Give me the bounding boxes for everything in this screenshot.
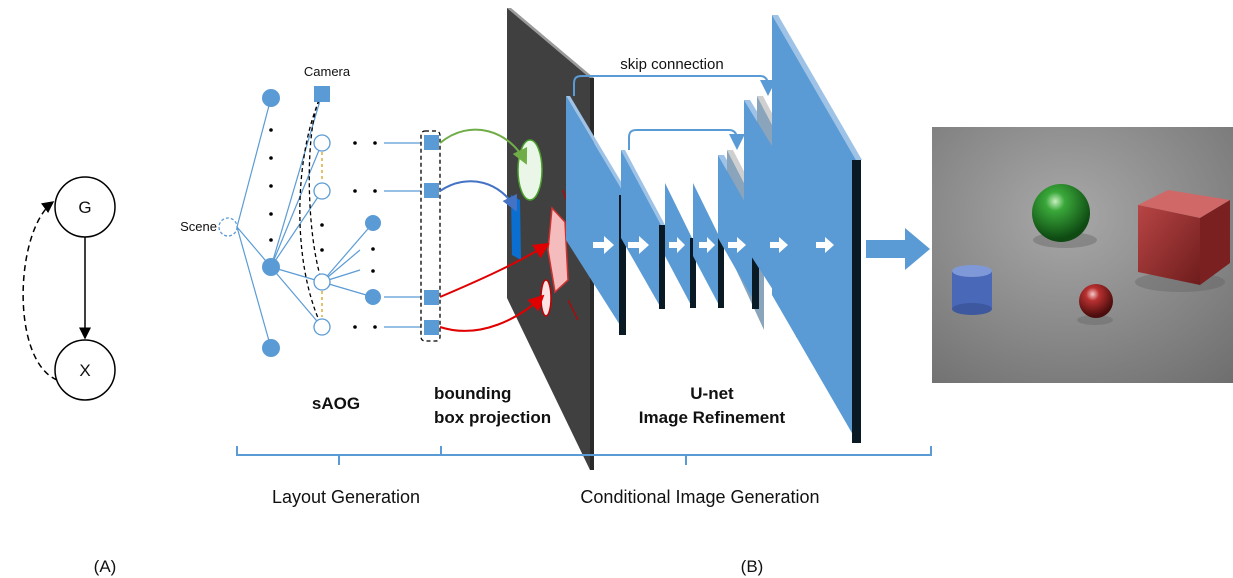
bbox-label-line2: box projection [434, 408, 551, 427]
blue-cylinder [952, 265, 992, 315]
flow-arrows [593, 236, 834, 254]
proj-box-3 [424, 290, 439, 305]
ellipsis-dots [269, 128, 377, 329]
saog-graph [236, 93, 421, 349]
node-x-label: X [79, 361, 90, 380]
conditional-generation-label: Conditional Image Generation [580, 487, 819, 507]
unet-label-line1: U-net [690, 384, 734, 403]
saog-node-middle [262, 258, 280, 276]
attribute-node-top [365, 215, 381, 231]
bbox-green-shape [517, 139, 543, 201]
x-to-g-dashed-arrow [22, 201, 58, 381]
node-g-label: G [78, 198, 91, 217]
rendered-scene-image [932, 127, 1233, 383]
panel-a: G X (A) [22, 176, 117, 576]
camera-label: Camera [304, 64, 351, 79]
output-arrow [866, 228, 930, 270]
camera-node [314, 86, 330, 102]
saog-nodes [218, 86, 381, 357]
green-sphere [1032, 184, 1090, 242]
caption-a: (A) [94, 557, 117, 576]
object-node-1 [313, 134, 331, 152]
red-sphere [1079, 284, 1113, 318]
proj-box-1 [424, 135, 439, 150]
saog-node-top [262, 89, 280, 107]
unet-label-line2: Image Refinement [639, 408, 786, 427]
saog-node-bottom [262, 339, 280, 357]
red-cube [1138, 190, 1230, 285]
object-node-3 [313, 273, 331, 291]
object-node-4 [313, 318, 331, 336]
skip-connections [573, 75, 776, 150]
node-x [54, 339, 116, 401]
caption-b: (B) [741, 557, 764, 576]
projection-boxes [420, 130, 441, 342]
layout-generation-label: Layout Generation [272, 487, 420, 507]
projection-arrows [439, 128, 550, 332]
proj-box-4 [424, 320, 439, 335]
object-node-2 [313, 182, 331, 200]
scene-label: Scene [180, 219, 217, 234]
attribute-node-bottom [365, 289, 381, 305]
camera-dashed-links [299, 93, 323, 328]
proj-box-2 [424, 183, 439, 198]
saog-label: sAOG [312, 394, 360, 413]
scene-node [218, 217, 238, 237]
bbox-red-shape [540, 279, 552, 317]
skip-connection-label: skip connection [620, 56, 723, 73]
group-braces [236, 446, 932, 465]
unet-layers [566, 15, 862, 443]
bbox-label-line1: bounding [434, 384, 511, 403]
